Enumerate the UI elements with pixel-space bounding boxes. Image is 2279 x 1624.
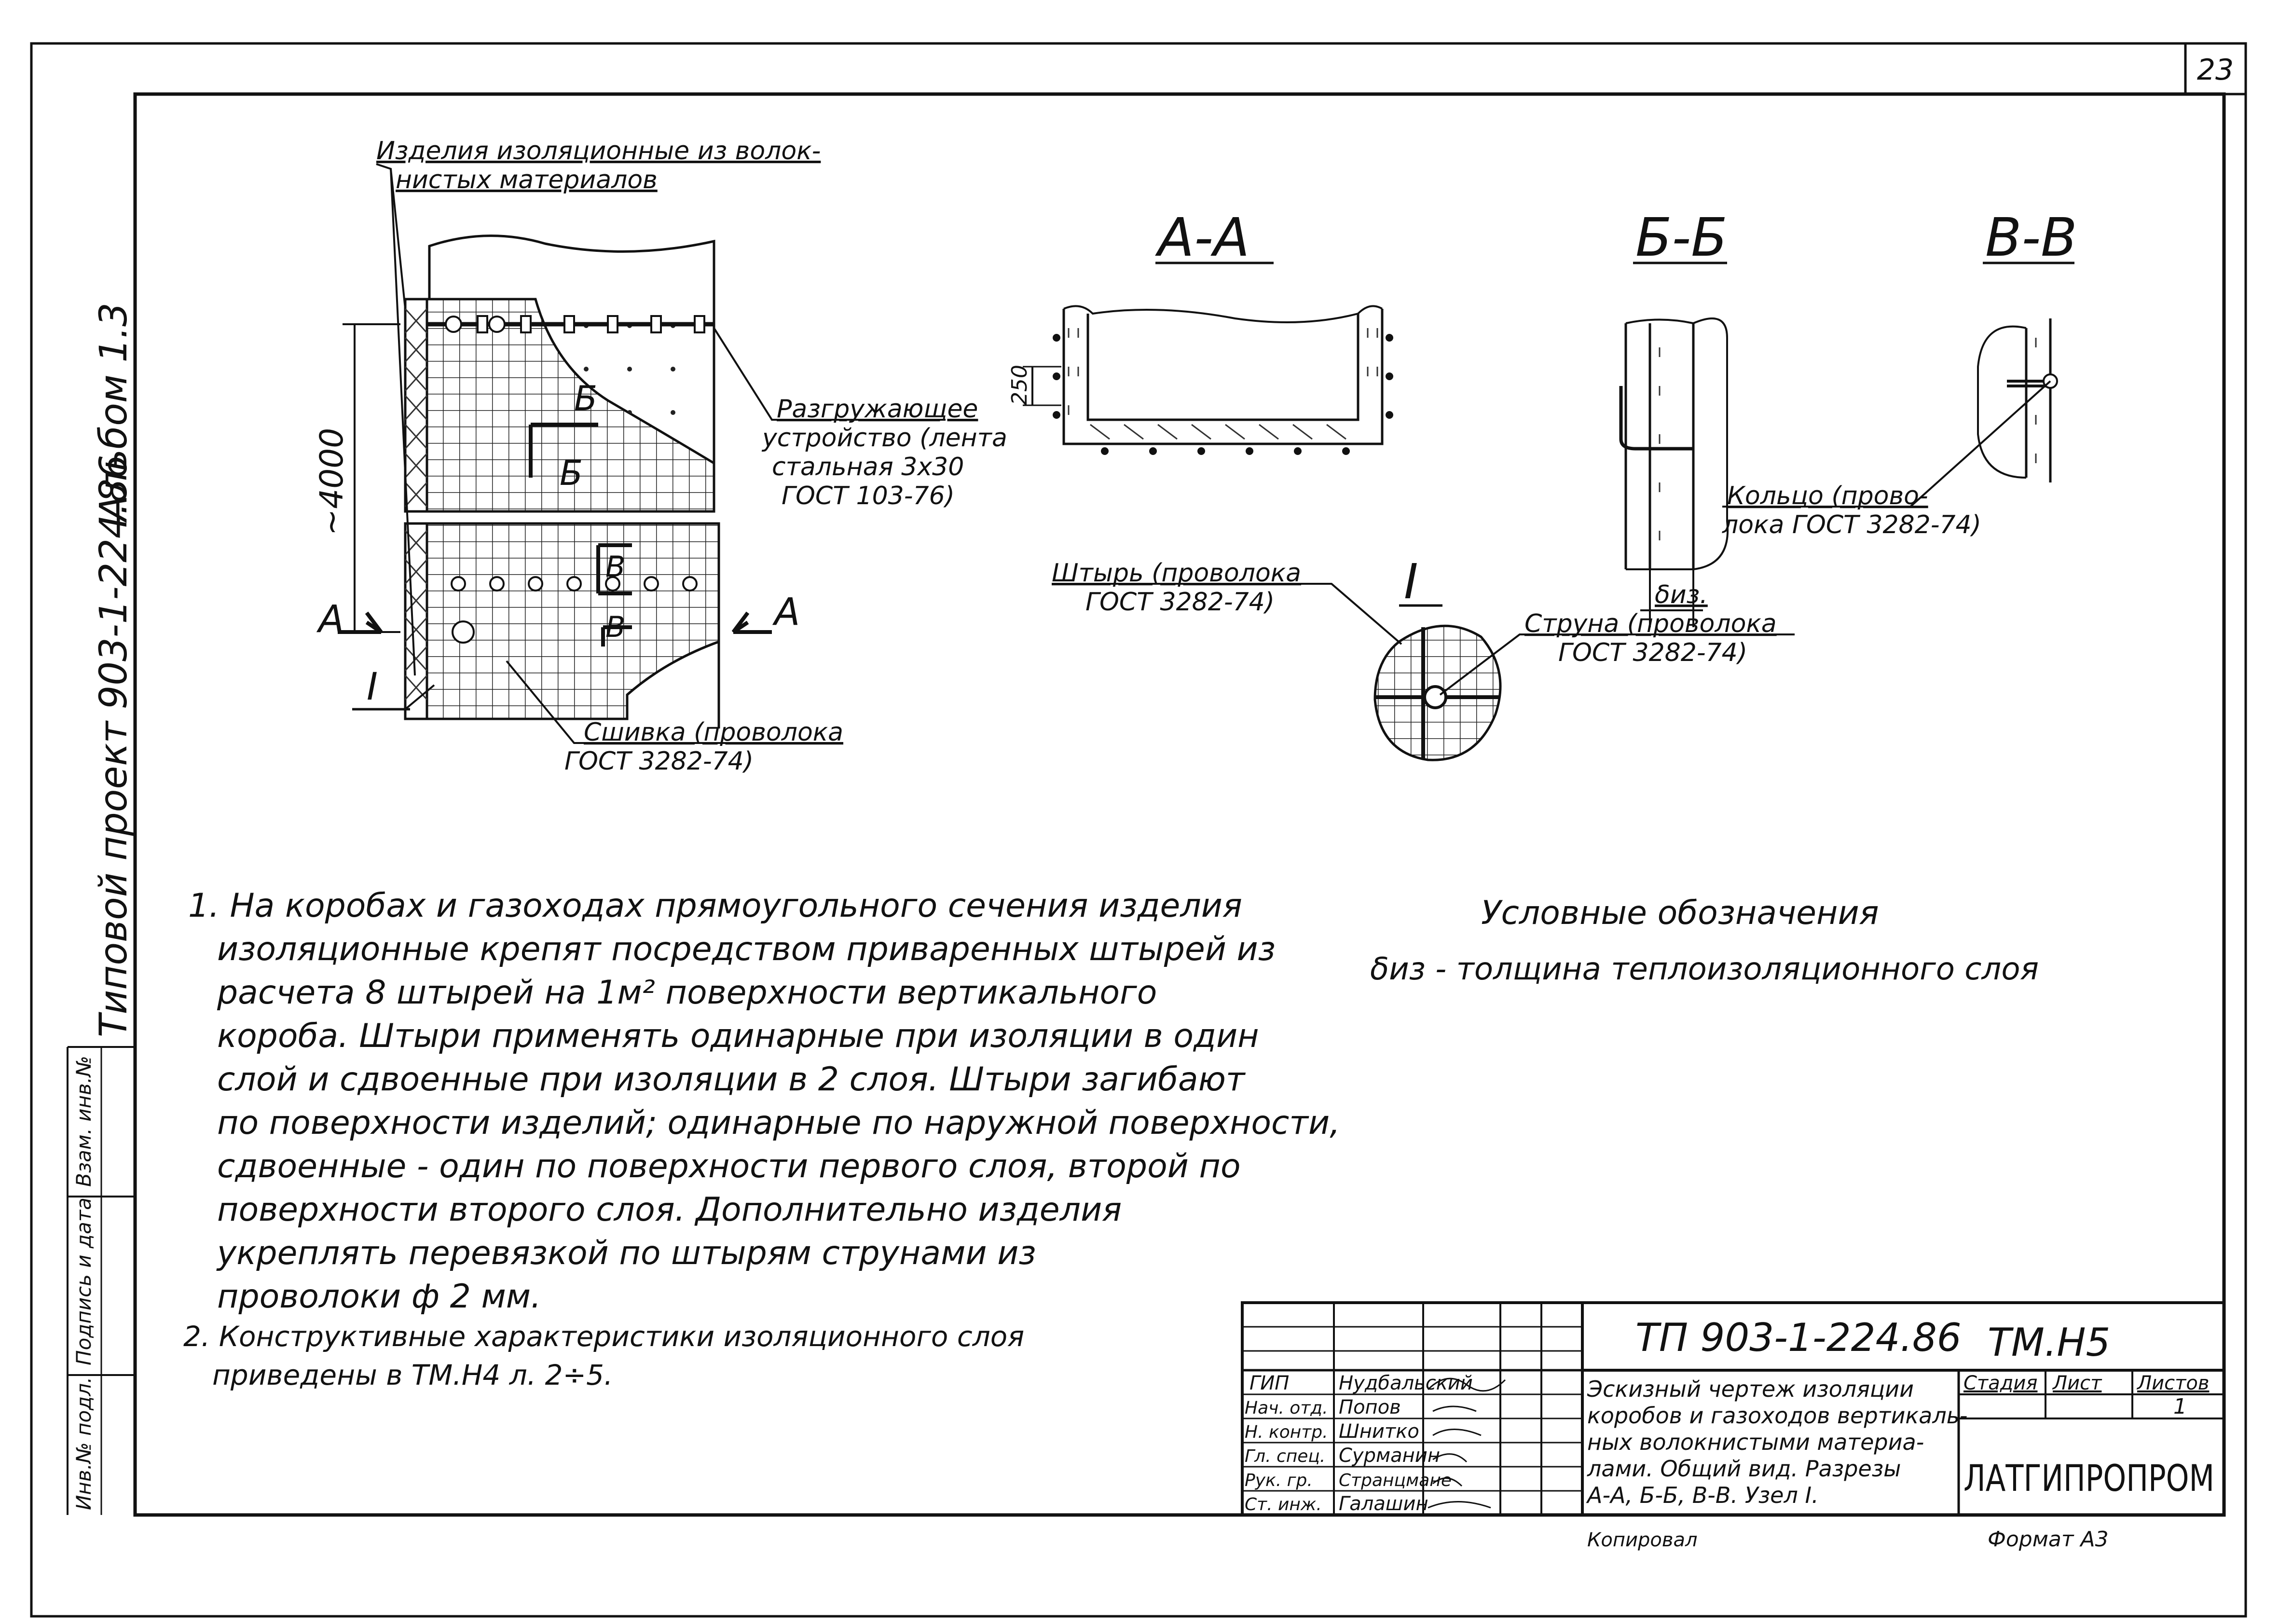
section-mark-b: Б	[574, 379, 597, 418]
note-line-4: короба. Штыри применять одинарные при из…	[217, 1017, 1259, 1055]
outer-frame	[30, 42, 2247, 1618]
legend-block: Условные обозначения δиз - толщина тепло…	[1370, 894, 2039, 987]
section-a-a: А-А 250	[1007, 206, 1393, 455]
main-elevation-view: Б Б В В ~4000 А А I Изделия изоляцион	[313, 137, 1007, 776]
section-b-b: Б-Б δиз.	[1619, 206, 1729, 627]
note-line-2: изоляционные крепят посредством приварен…	[217, 930, 1276, 968]
label-ring-2: лока ГОСТ 3282-74)	[1722, 510, 1981, 539]
label-stitching-1: Сшивка (проволока	[584, 718, 843, 747]
title-block: ГИП Нудбальский Нач. отд. Попов Н. контр…	[1241, 1301, 2225, 1552]
node-i-detail: I Штырь (проволока ГОСТ 3282-74) Струна …	[1052, 553, 1795, 761]
drawing-frame	[133, 92, 2226, 1517]
svg-text:Б: Б	[560, 454, 583, 493]
side-project-title: Типовой проект 903-1-224.86	[92, 454, 136, 1037]
notes-block: 1. На коробах и газоходах прямоугольного…	[183, 887, 1340, 1391]
label-string-2: ГОСТ 3282-74)	[1558, 638, 1747, 667]
copied-label: Копировал	[1587, 1529, 1698, 1551]
node-i-title: I	[1404, 553, 1418, 610]
page-number: 23	[2197, 53, 2234, 87]
staff-role-5: Рук. гр.	[1245, 1471, 1313, 1490]
note-line-9: укреплять перевязкой по штырям струнами …	[216, 1234, 1036, 1272]
label-insulation-line2: нистых материалов	[396, 165, 658, 194]
note-line-11: 2. Конструктивные характеристики изоляци…	[183, 1320, 1024, 1353]
note-line-10: проволоки ф 2 мм.	[217, 1278, 541, 1316]
description-3: ных волокнистыми материа-	[1587, 1429, 1924, 1455]
stamp-replace-inv: Взам. инв.№	[72, 1056, 96, 1187]
note-line-6: по поверхности изделий; одинарные по нар…	[217, 1104, 1340, 1142]
note-line-12: приведены в ТМ.Н4 л. 2÷5.	[212, 1359, 613, 1391]
stage-header: Стадия	[1963, 1372, 2037, 1394]
project-code: ТП 903-1-224.86	[1635, 1315, 1962, 1360]
sheet-code: ТМ.Н5	[1988, 1320, 2110, 1365]
note-line-5: слой и сдвоенные при изоляции в 2 слоя. …	[217, 1060, 1246, 1099]
staff-role-4: Гл. спец.	[1245, 1446, 1325, 1466]
legend-title: Условные обозначения	[1481, 894, 1879, 932]
staff-role-3: Н. контр.	[1245, 1422, 1328, 1442]
label-string-1: Струна (проволока	[1524, 609, 1777, 638]
section-v-v: В-В Кольцо (прово- лока ГОСТ 3282-74)	[1722, 206, 2077, 539]
svg-text:В: В	[605, 610, 625, 644]
staff-role-1: ГИП	[1249, 1372, 1289, 1394]
section-v-v-title: В-В	[1985, 206, 2077, 268]
note-line-7: сдвоенные - один по поверхности первого …	[217, 1147, 1241, 1185]
page-number-box	[2184, 42, 2247, 96]
description-4: лами. Общий вид. Разрезы	[1587, 1456, 1901, 1482]
staff-name-3: Шнитко	[1339, 1420, 1419, 1443]
label-ring-1: Кольцо (прово-	[1727, 482, 1928, 510]
cut-mark-a-right: А	[772, 591, 800, 634]
legend-text: δиз - толщина теплоизоляционного слоя	[1370, 951, 2039, 987]
dimension-height: ~4000	[313, 428, 350, 536]
cut-mark-a-left: А	[316, 598, 344, 641]
note-line-8: поверхности второго слоя. Дополнительно …	[217, 1191, 1122, 1229]
sheets-header: Листов	[2136, 1372, 2209, 1394]
staff-role-6: Ст. инж.	[1245, 1495, 1322, 1514]
delta-label: δиз.	[1655, 580, 1708, 609]
label-pin-2: ГОСТ 3282-74)	[1085, 588, 1275, 617]
staff-name-6: Галашин	[1339, 1493, 1428, 1515]
side-album-title: Альбом 1.3	[92, 303, 136, 523]
description-2: коробов и газоходов вертикаль-	[1587, 1403, 1967, 1429]
label-unloading-1: Разгружающее	[777, 395, 978, 424]
staff-role-2: Нач. отд.	[1245, 1398, 1328, 1418]
description-1: Эскизный чертеж изоляции	[1587, 1376, 1914, 1402]
section-a-a-title: А-А	[1155, 206, 1249, 268]
staff-name-4: Сурманин	[1339, 1445, 1440, 1467]
organization: ЛАТГИПРОПРОМ	[1963, 1457, 2214, 1500]
label-stitching-2: ГОСТ 3282-74)	[564, 747, 754, 776]
staff-name-2: Попов	[1339, 1396, 1401, 1418]
label-unloading-4: ГОСТ 103-76)	[782, 482, 955, 510]
label-unloading-3: стальная 3х30	[772, 453, 964, 482]
format-label: Формат А3	[1988, 1527, 2109, 1552]
label-unloading-2: устройство (лента	[761, 424, 1007, 453]
stamp-inv-orig: Инв.№ подл.	[72, 1377, 96, 1510]
sheet-header: Лист	[2052, 1372, 2102, 1394]
note-line-3: расчета 8 штырей на 1м² поверхности верт…	[217, 974, 1157, 1012]
dimension-250: 250	[1007, 365, 1032, 405]
label-pin-1: Штырь (проволока	[1052, 559, 1301, 588]
note-line-1: 1. На коробах и газоходах прямоугольного…	[188, 887, 1242, 925]
sheets-value: 1	[2173, 1394, 2187, 1419]
staff-name-5: Странцмане	[1339, 1471, 1452, 1490]
section-mark-v: В	[605, 550, 625, 584]
node-mark-main: I	[367, 665, 378, 709]
section-b-b-title: Б-Б	[1635, 206, 1728, 268]
label-insulation-line1: Изделия изоляционные из волок-	[376, 137, 821, 165]
description-5: А-А, Б-Б, В-В. Узел I.	[1586, 1482, 1819, 1508]
stamp-sign-date: Подпись и дата	[72, 1197, 96, 1365]
staff-name-1: Нудбальский	[1339, 1372, 1473, 1394]
